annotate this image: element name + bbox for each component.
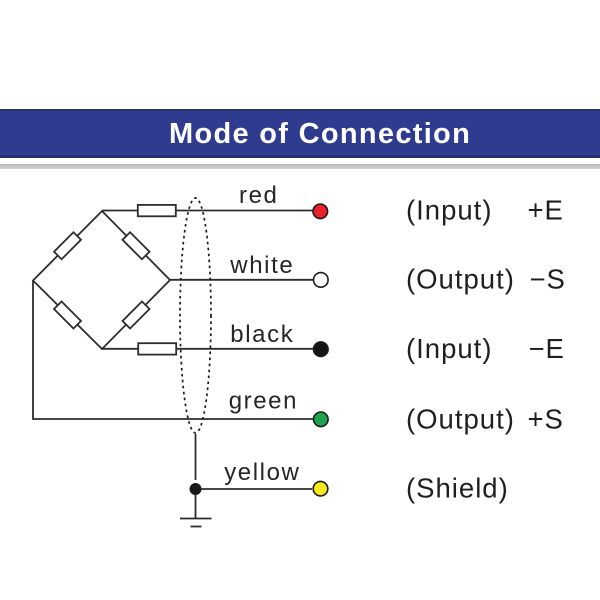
svg-text:black: black [230, 321, 294, 348]
svg-text:(Shield): (Shield) [406, 473, 509, 504]
svg-text:+E: +E [528, 195, 564, 226]
svg-text:(Input): (Input) [406, 333, 492, 364]
svg-text:+S: +S [528, 404, 564, 435]
svg-text:yellow: yellow [224, 459, 300, 486]
svg-text:−E: −E [529, 333, 565, 364]
svg-text:−S: −S [530, 264, 566, 295]
svg-text:(Output): (Output) [406, 404, 515, 435]
svg-text:(Input): (Input) [406, 195, 492, 226]
svg-text:green: green [229, 388, 298, 415]
svg-text:(Output): (Output) [406, 264, 515, 295]
svg-text:red: red [239, 182, 279, 209]
svg-text:white: white [229, 252, 294, 279]
